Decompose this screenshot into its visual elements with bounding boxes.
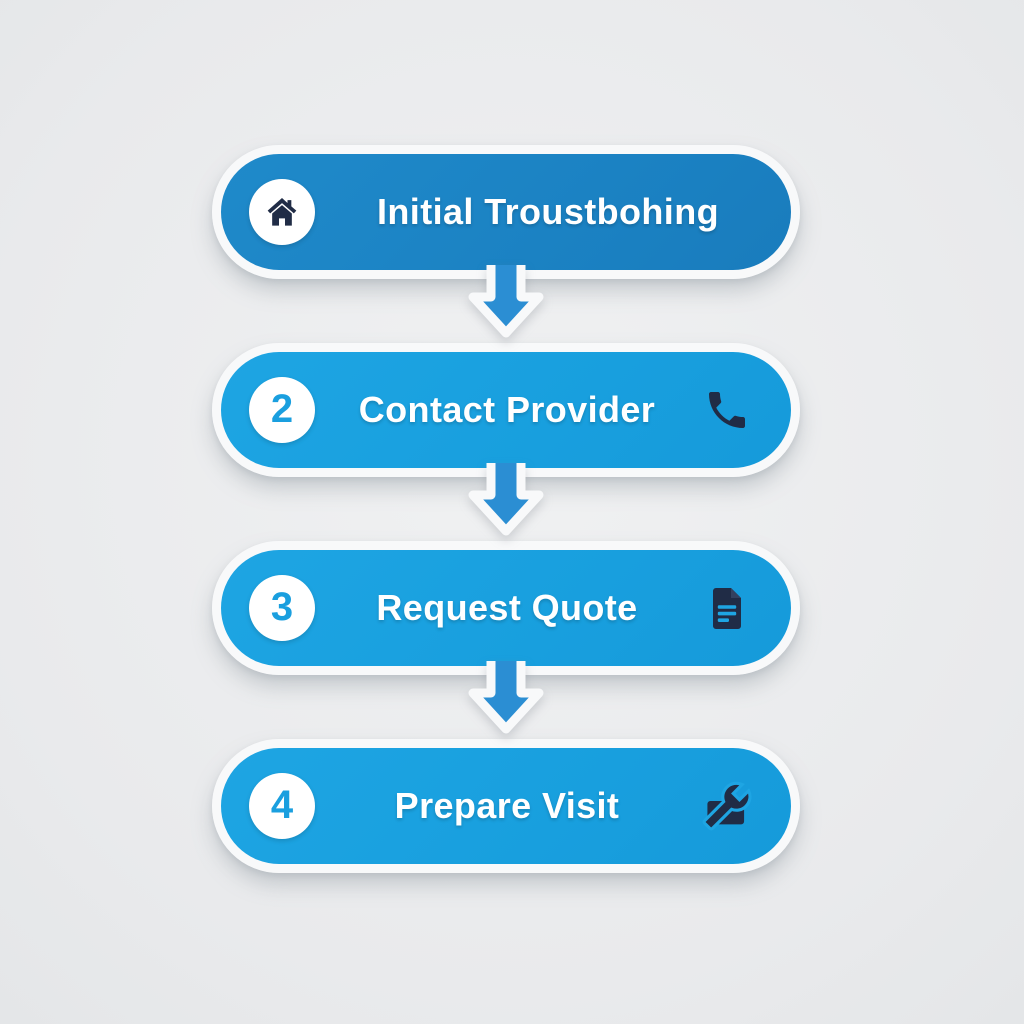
- down-arrow-icon: [468, 661, 544, 734]
- step-badge-2: 2: [249, 377, 315, 443]
- step-badge-1: [249, 179, 315, 245]
- step-badge-3: 3: [249, 575, 315, 641]
- step-number: 4: [270, 783, 294, 827]
- down-arrow-icon: [468, 463, 544, 536]
- step-pill-contact: 2 Contact Provider: [212, 343, 800, 477]
- step-label: Request Quote: [376, 587, 638, 628]
- step-pill-initial: Initial Troustbohing: [212, 145, 800, 279]
- down-arrow-icon: [468, 265, 544, 338]
- flow-connector: [212, 661, 800, 739]
- step-label: Contact Provider: [358, 389, 656, 430]
- step-label: Prepare Visit: [394, 785, 620, 826]
- step-pill-quote: 3 Request Quote: [212, 541, 800, 675]
- document-icon: [699, 580, 755, 636]
- phone-icon: [699, 382, 755, 438]
- process-flow: Initial Troustbohing 2 Contact Provider …: [212, 145, 800, 873]
- flow-connector: [212, 463, 800, 541]
- step-number: 2: [270, 387, 294, 431]
- wrench-icon: [699, 778, 755, 834]
- step-pill-visit: 4 Prepare Visit: [212, 739, 800, 873]
- step-label: Initial Troustbohing: [377, 191, 719, 232]
- flow-connector: [212, 265, 800, 343]
- step-number: 3: [270, 585, 294, 629]
- step-badge-4: 4: [249, 773, 315, 839]
- home-icon: [267, 198, 297, 226]
